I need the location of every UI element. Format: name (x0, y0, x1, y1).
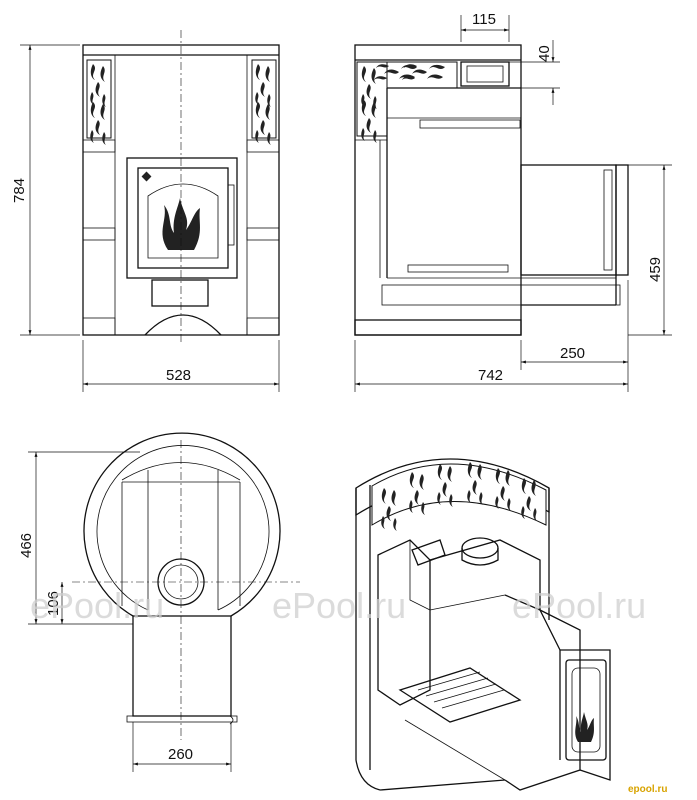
plan-view: 466 106 260 (18, 432, 300, 772)
front-width-label: 528 (166, 367, 191, 384)
isometric-cutaway-view (355, 458, 611, 791)
front-height-label: 784 (11, 178, 28, 203)
side-top-width-label: 115 (472, 11, 496, 28)
side-view: 115 40 459 250 742 (354, 11, 672, 392)
watermark-2: ePool.ru (272, 585, 406, 626)
watermark-1: ePool.ru (30, 585, 164, 626)
front-view: 784 528 (11, 30, 280, 392)
plan-depth-label: 466 (18, 533, 35, 558)
plan-offset-label: 106 (45, 591, 62, 616)
side-overall-length-label: 742 (478, 367, 503, 384)
side-tunnel-length-label: 250 (560, 345, 585, 362)
side-top-height-label: 40 (536, 45, 553, 62)
side-tunnel-height-label: 459 (647, 257, 664, 282)
brand-logo-text: epool.ru (628, 784, 667, 795)
plan-tunnel-width-label: 260 (168, 746, 193, 763)
watermark-3: ePool.ru (512, 585, 646, 626)
